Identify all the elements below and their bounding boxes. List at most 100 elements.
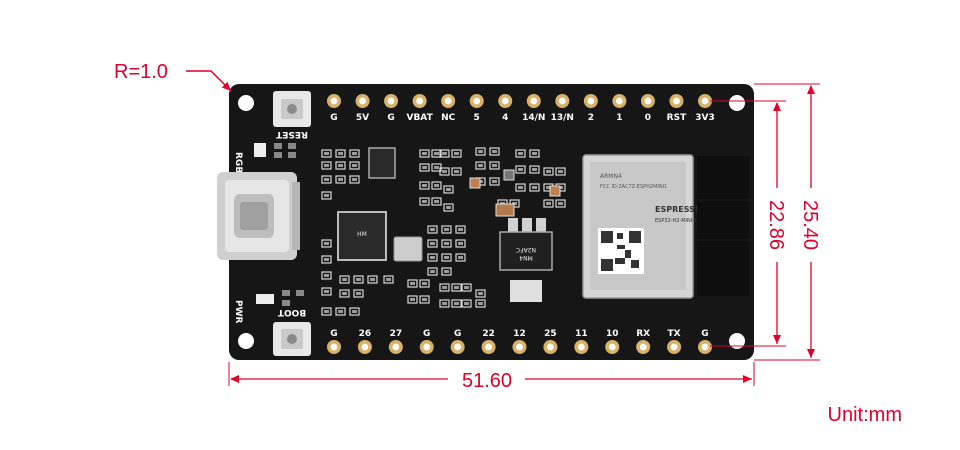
bottom-pin-label: 25 xyxy=(544,329,557,339)
smd-component xyxy=(349,307,360,316)
smd-component xyxy=(335,149,346,158)
smd-body xyxy=(324,194,329,197)
smd-body xyxy=(454,286,459,289)
smd-component xyxy=(349,161,360,170)
smd-body xyxy=(338,164,343,167)
smd-body xyxy=(464,286,469,289)
qr-code xyxy=(598,228,644,274)
smd-body xyxy=(458,256,463,259)
smd-body xyxy=(558,202,563,205)
radius-leader xyxy=(186,70,232,92)
smd-component xyxy=(427,225,438,234)
smd-component xyxy=(431,197,442,206)
smd-component xyxy=(335,307,346,316)
smd-component xyxy=(451,299,462,308)
smd-component xyxy=(427,267,438,276)
radius-annotation: R=1.0 xyxy=(114,61,168,83)
top-pin-pad-hole xyxy=(387,97,395,105)
smd-body xyxy=(434,200,439,203)
inner-height-label: 22.86 xyxy=(765,200,787,250)
smd-body xyxy=(442,286,447,289)
smd-component xyxy=(431,149,442,158)
top-pin-label: G xyxy=(387,113,394,123)
reset-button xyxy=(273,91,311,127)
smd-body xyxy=(324,178,329,181)
smd-component xyxy=(339,289,350,298)
top-pin-pad-hole xyxy=(587,97,595,105)
bottom-pin-label: G xyxy=(330,329,337,339)
smd-component xyxy=(461,299,472,308)
smd-component xyxy=(427,253,438,262)
smd-component xyxy=(431,181,442,190)
bottom-pin-label: TX xyxy=(668,329,681,339)
bottom-pin-pad-hole xyxy=(423,343,431,351)
smd-component xyxy=(529,165,540,174)
voltage-regulator: N2AFC MN4 xyxy=(499,218,553,302)
top-pin-label: 13/N xyxy=(551,113,574,123)
crystal xyxy=(393,236,423,262)
smd-body xyxy=(492,180,497,183)
bottom-pin-label: 27 xyxy=(390,329,403,339)
smd-component xyxy=(555,199,566,208)
top-pin-pads xyxy=(327,94,712,108)
smd-component xyxy=(419,295,430,304)
top-pin-label: 0 xyxy=(645,113,651,123)
svg-text:FCC ID:2AC7Z-ESPH2MINI1: FCC ID:2AC7Z-ESPH2MINI1 xyxy=(600,184,667,190)
bottom-pin-label: 10 xyxy=(606,329,619,339)
antenna-area xyxy=(697,156,749,296)
svg-text:MN4: MN4 xyxy=(519,254,533,261)
svg-text:ESP32-H2-MINI-1: ESP32-H2-MINI-1 xyxy=(655,218,697,224)
reset-label: RESET xyxy=(275,129,308,139)
smd-body xyxy=(518,186,523,189)
smd-component xyxy=(439,283,450,292)
smd-component xyxy=(489,177,500,186)
smd-body xyxy=(324,152,329,155)
top-pin-label: G xyxy=(330,113,337,123)
bottom-pin-pad-hole xyxy=(516,343,523,351)
smd-body xyxy=(422,166,427,169)
smd-component xyxy=(461,283,472,292)
bottom-pin-pad-hole xyxy=(547,343,554,351)
bottom-pin-label: G xyxy=(423,329,430,339)
smd-body xyxy=(444,228,449,231)
smd-component xyxy=(353,289,364,298)
smd-body xyxy=(338,310,343,313)
smd-component xyxy=(451,149,462,158)
svg-text:HM: HM xyxy=(357,231,367,238)
smd-body xyxy=(324,258,329,261)
smd-component xyxy=(489,147,500,156)
smd-body xyxy=(430,256,435,259)
svg-text:N2AFC: N2AFC xyxy=(516,246,536,253)
smd-component xyxy=(451,283,462,292)
smd-component xyxy=(321,239,332,248)
top-pin-pad-hole xyxy=(615,97,623,105)
smd-component xyxy=(367,275,378,284)
width-label: 51.60 xyxy=(462,370,512,392)
top-pin-label: 2 xyxy=(588,113,594,123)
smd-component xyxy=(419,163,430,172)
smd-body xyxy=(434,166,439,169)
bottom-pin-label: RX xyxy=(636,329,650,339)
inner-height-dimension: 22.86 xyxy=(710,100,787,347)
smd-body xyxy=(324,274,329,277)
smd-body xyxy=(422,282,427,285)
smd-component xyxy=(443,203,454,212)
smd-body xyxy=(464,302,469,305)
smd-component xyxy=(419,279,430,288)
pwr-led xyxy=(256,294,274,304)
smd-body xyxy=(532,168,537,171)
bottom-pin-pad-hole xyxy=(608,343,616,351)
bottom-pin-label: 22 xyxy=(482,329,495,339)
top-pin-pad-hole xyxy=(473,97,481,105)
smd-body xyxy=(446,188,451,191)
top-pin-pad-hole xyxy=(673,97,680,105)
smd-component xyxy=(441,225,452,234)
smd-component xyxy=(489,161,500,170)
smd-body xyxy=(478,164,483,167)
smd-component xyxy=(475,147,486,156)
capacitor xyxy=(469,177,481,189)
smd-component xyxy=(419,197,430,206)
smd-body xyxy=(444,256,449,259)
smd-component xyxy=(321,149,332,158)
